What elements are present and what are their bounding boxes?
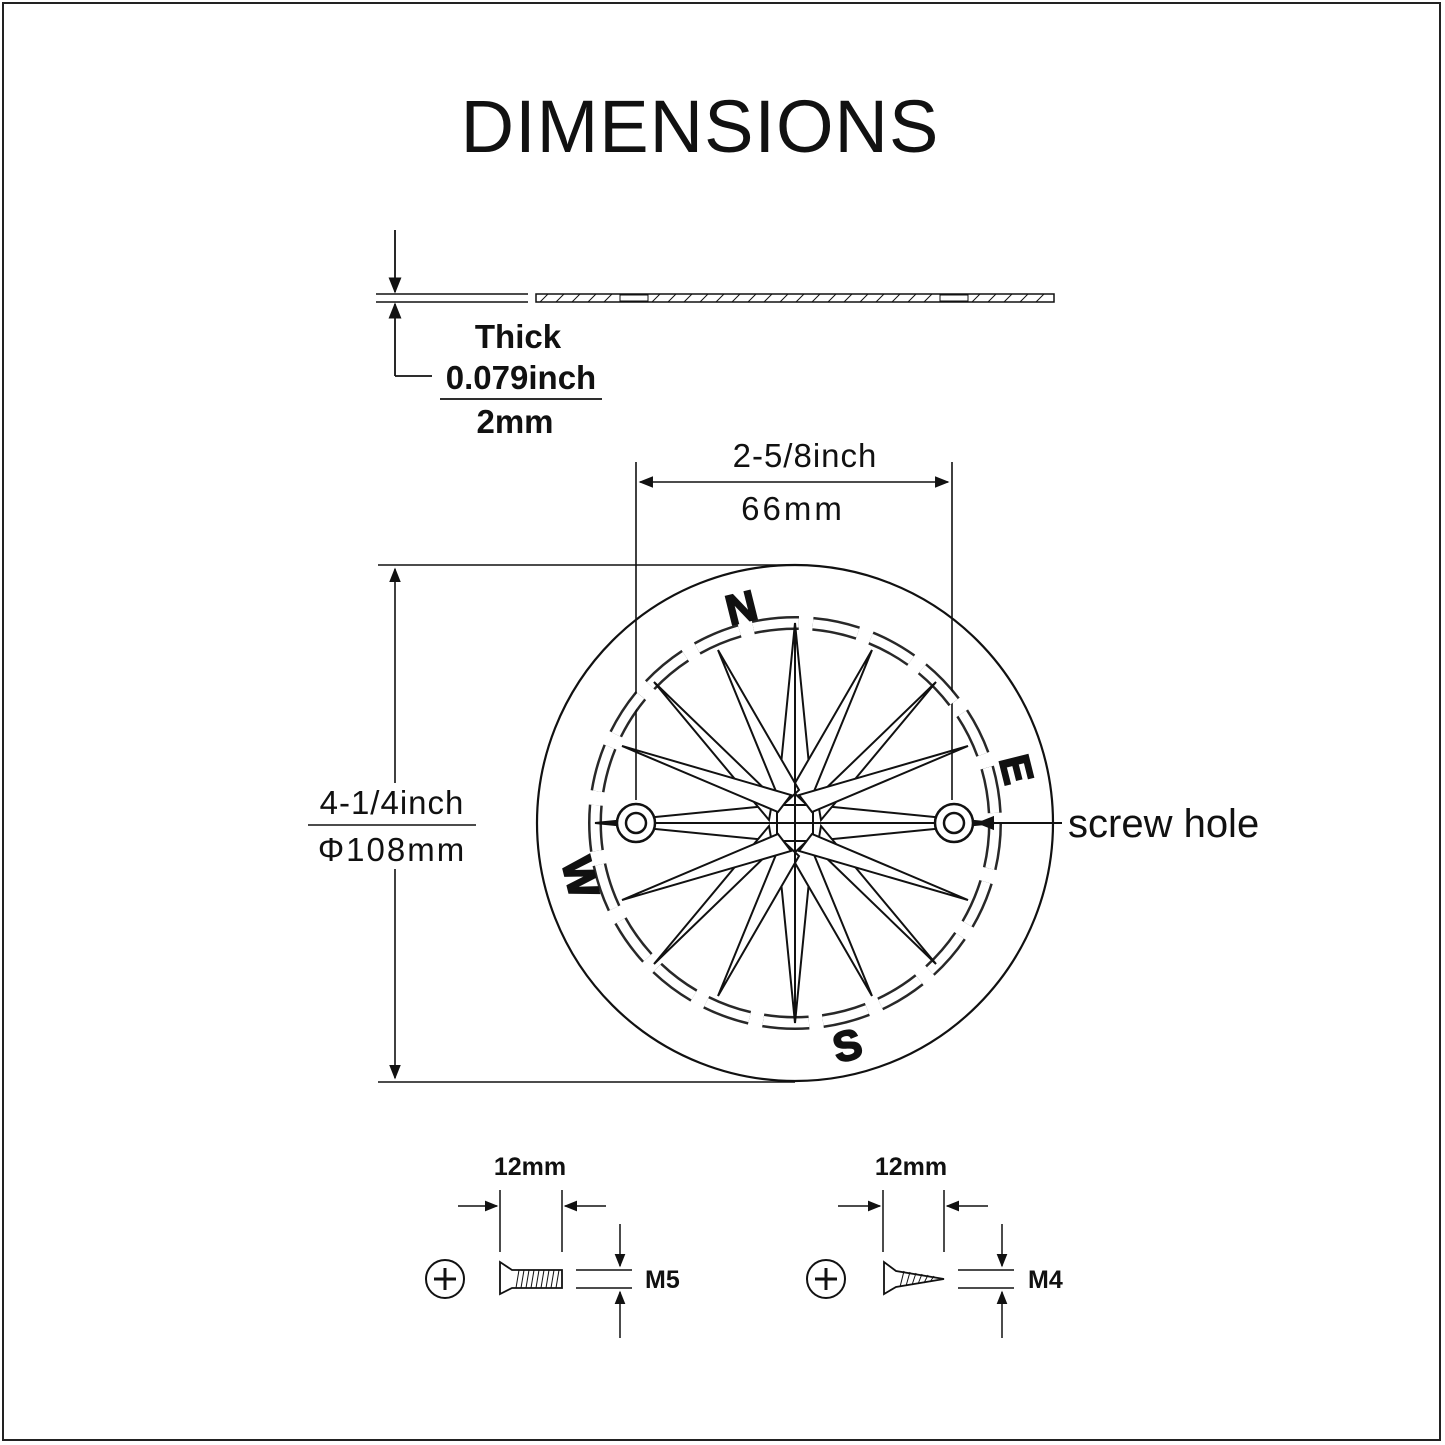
- compass-letter-east: E: [990, 750, 1042, 789]
- compass-letter-west: W: [553, 852, 608, 902]
- screw-head-icon: [806, 1259, 846, 1299]
- screw-m5-detail: [425, 1190, 632, 1338]
- screw-m5-length: 12mm: [494, 1153, 566, 1181]
- screw-head-icon: [425, 1259, 465, 1299]
- diameter-inch: 4-1/4inch: [320, 784, 465, 821]
- screw-m4-detail: [806, 1190, 1014, 1338]
- compass-rose: [594, 622, 996, 1024]
- hole-spacing-mm: 66mm: [741, 490, 845, 527]
- diameter-mm: Φ108mm: [318, 831, 466, 868]
- thickness-profile: [376, 230, 1055, 400]
- thickness-inch: 0.079inch: [446, 359, 596, 396]
- screw-m4-size: M4: [1028, 1266, 1063, 1294]
- compass-letter-south: S: [828, 1019, 867, 1071]
- hole-spacing-dimension: [635, 462, 953, 800]
- compass-plate: [535, 563, 1055, 1083]
- page-title: DIMENSIONS: [461, 85, 940, 168]
- compass-letter-north: N: [721, 581, 762, 634]
- screw-m5-size: M5: [645, 1266, 680, 1294]
- hole-spacing-inch: 2-5/8inch: [733, 437, 878, 474]
- thickness-label: Thick: [475, 318, 562, 355]
- screw-hole-label: screw hole: [1068, 802, 1259, 846]
- screw-m4-length: 12mm: [875, 1153, 947, 1181]
- screw-hole-left: [615, 802, 657, 844]
- thickness-mm: 2mm: [476, 403, 553, 440]
- screw-hole-right: [933, 802, 975, 844]
